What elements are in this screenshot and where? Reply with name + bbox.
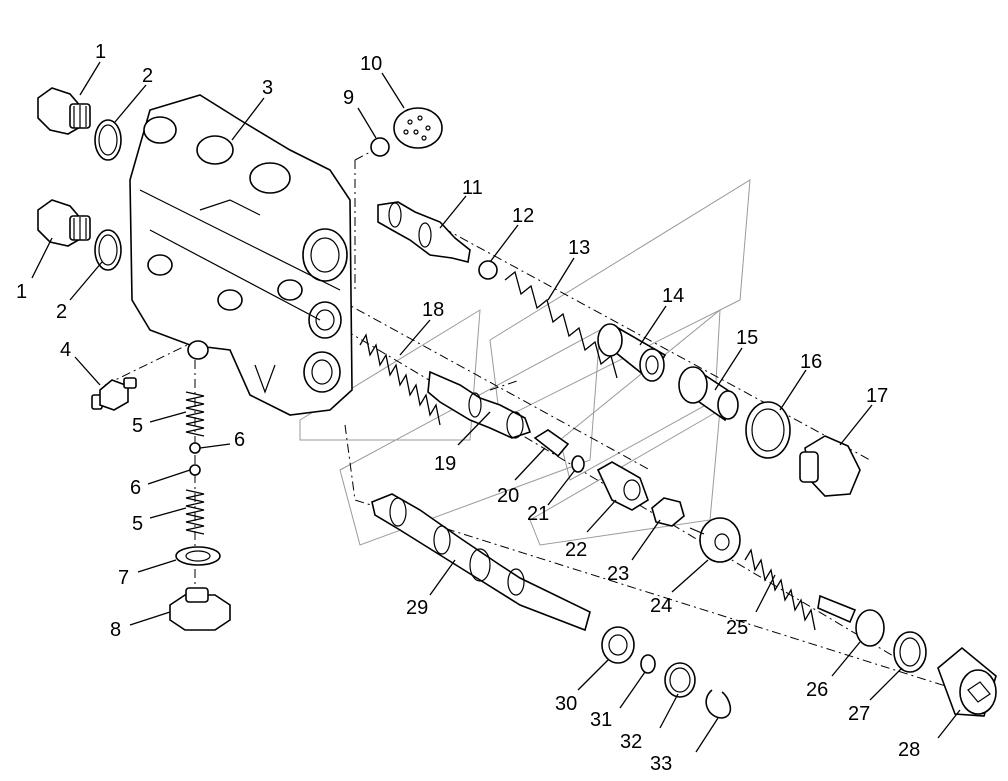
o-ring-21 <box>571 455 585 473</box>
ball-lower <box>189 464 201 476</box>
callout-26: 26 <box>806 679 828 701</box>
fitting <box>91 377 137 411</box>
callout-33: 33 <box>650 753 672 775</box>
plug-lower <box>37 199 91 247</box>
callout-15: 15 <box>736 327 758 349</box>
callout-13: 13 <box>568 237 590 259</box>
washer <box>175 546 221 566</box>
spring-18 <box>359 333 441 426</box>
callout-17: 17 <box>866 385 888 407</box>
callout-labels: 1 1 2 2 3 4 5 5 6 6 7 8 9 10 11 12 13 14… <box>16 41 920 775</box>
callout-9: 9 <box>343 87 354 109</box>
callout-28: 28 <box>898 739 920 761</box>
callout-12: 12 <box>512 205 534 227</box>
spring-lower <box>185 489 205 535</box>
callout-18: 18 <box>422 299 444 321</box>
callout-16: 16 <box>800 351 822 373</box>
callout-6-left: 6 <box>130 477 141 499</box>
callout-3: 3 <box>262 77 273 99</box>
plug-17 <box>799 435 861 497</box>
callout-4: 4 <box>60 339 71 361</box>
spool-29 <box>371 493 591 632</box>
callout-27: 27 <box>848 703 870 725</box>
callout-2-lower: 2 <box>56 301 67 323</box>
callout-21: 21 <box>527 503 549 525</box>
piston-24 <box>689 517 741 563</box>
callout-31: 31 <box>590 709 612 731</box>
retainer <box>478 260 498 280</box>
spool-19 <box>427 370 532 439</box>
callout-32: 32 <box>620 731 642 753</box>
bushing <box>601 626 635 664</box>
valve-body <box>129 94 353 416</box>
callout-8: 8 <box>110 619 121 641</box>
leader-lines <box>31 61 961 753</box>
callout-19: 19 <box>434 453 456 475</box>
screen <box>393 107 443 149</box>
callout-24: 24 <box>650 595 672 617</box>
callout-25: 25 <box>726 617 748 639</box>
callout-29: 29 <box>406 597 428 619</box>
plug-upper <box>37 87 91 135</box>
seal-27 <box>893 631 927 673</box>
callout-1-lower: 1 <box>16 281 27 303</box>
o-ring-16 <box>745 401 791 459</box>
callout-14: 14 <box>662 285 684 307</box>
callout-22: 22 <box>565 539 587 561</box>
callout-2-upper: 2 <box>142 65 153 87</box>
callout-23: 23 <box>607 563 629 585</box>
callout-5-upper: 5 <box>132 415 143 437</box>
callout-10: 10 <box>360 53 382 75</box>
piston-26 <box>817 594 885 647</box>
callout-5-lower: 5 <box>132 513 143 535</box>
ball-upper <box>189 442 201 454</box>
callout-11: 11 <box>462 177 483 199</box>
ball <box>370 137 390 157</box>
watermark <box>299 179 751 546</box>
snap-ring <box>705 689 732 719</box>
pin <box>533 429 570 458</box>
fitting-22 <box>596 461 649 511</box>
callout-7: 7 <box>118 567 129 589</box>
spring-13 <box>504 270 618 379</box>
o-ring-31 <box>640 654 656 674</box>
nut <box>651 497 685 527</box>
plug-bottom <box>169 587 231 631</box>
cap <box>937 646 997 717</box>
callout-6-right: 6 <box>234 429 245 451</box>
callout-1-upper: 1 <box>95 41 106 63</box>
sleeve <box>597 323 667 382</box>
valve <box>678 366 739 422</box>
spring-25 <box>744 548 816 631</box>
spool-upper <box>377 201 471 263</box>
callout-20: 20 <box>497 485 519 507</box>
callout-30: 30 <box>555 693 577 715</box>
spring-upper <box>185 391 205 437</box>
